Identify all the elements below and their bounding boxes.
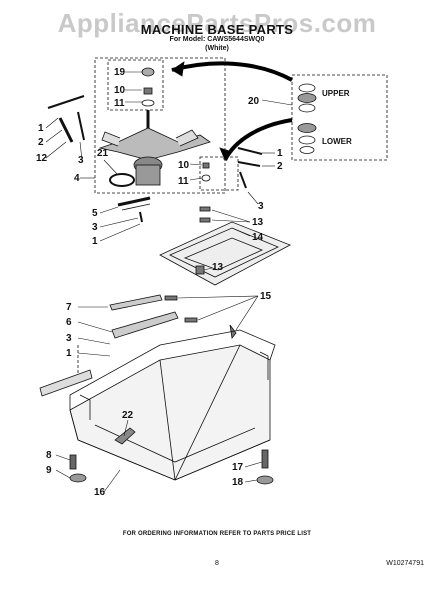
callout-22: 22 [122,410,134,421]
seal-kit-box [291,74,388,161]
side-seal-box [199,156,239,191]
callout-9: 9 [46,465,52,476]
callout-13-top: 13 [252,217,264,228]
gearcase-assembly-box [94,57,226,194]
rail-7-part [109,294,163,311]
callout-11-side: 11 [178,176,189,187]
model-number: For Model: CAWS5644SWQ0 [169,36,265,43]
label-upper: UPPER [322,89,350,98]
clip-13a-part [199,206,211,223]
seal-11b-part [201,174,211,182]
callout-14: 14 [252,232,264,243]
gearcase-spider-part [98,110,211,186]
document-id: W10274791 [386,560,424,567]
foot-17-part [261,449,269,469]
callout-4: 4 [74,173,80,184]
seal-arrow [171,61,293,82]
ring-21-part [109,173,135,187]
page-title: MACHINE BASE PARTS [140,22,294,37]
callout-10-top: 10 [114,85,126,96]
left-bolt-part [47,95,85,143]
callout-21: 21 [97,148,109,159]
callout-13-bottom: 13 [212,262,224,273]
callout-3-right: 3 [258,201,264,212]
right-bolt-part [237,147,263,189]
callout-8: 8 [46,450,52,461]
callout-1-left: 1 [38,123,44,134]
seal-11-part [141,99,155,107]
seal-19-part [141,67,155,77]
callout-1-mid: 1 [92,236,98,247]
clip-13b-part [195,265,205,275]
foot-8-part [69,454,77,470]
lower-seal-part [297,123,317,154]
callout-3-lower: 3 [66,333,72,344]
callout-5: 5 [92,208,98,219]
callout-1-lower: 1 [66,348,72,359]
ordering-note: FOR ORDERING INFORMATION REFER TO PARTS … [122,531,312,537]
label-lower: LOWER [322,137,352,146]
seal-10-part [143,87,153,95]
watermark: AppliancePartsPros.com [57,8,377,38]
callout-20: 20 [248,96,260,107]
callout-1-right: 1 [277,148,283,159]
rail-6-part [111,311,179,339]
brace-part [39,345,93,397]
upper-seal-part [297,83,317,113]
leader-lines [45,71,293,493]
seal-callout-box [107,59,164,111]
foot-9-part [69,473,87,483]
model-color: (White) [205,45,229,52]
callout-3-mid: 3 [92,222,98,233]
callout-3-left: 3 [78,155,84,166]
callout-2-right: 2 [277,161,283,172]
panel-14-part [159,221,291,286]
callout-11-top: 11 [114,98,125,109]
callout-17: 17 [232,462,244,473]
callout-2-left: 2 [38,137,44,148]
page-number: 8 [215,560,219,567]
seal-10b-part [202,162,210,169]
callout-7: 7 [66,302,72,313]
callout-6: 6 [66,317,72,328]
callout-10-side: 10 [178,160,190,171]
foot-18-part [256,475,274,485]
bracket-5-part [117,196,151,223]
machine-base-16-part [69,329,276,481]
callout-16: 16 [94,487,106,498]
callout-15: 15 [260,291,272,302]
callout-18: 18 [232,477,244,488]
callout-19: 19 [114,67,126,78]
callout-12: 12 [36,153,48,164]
